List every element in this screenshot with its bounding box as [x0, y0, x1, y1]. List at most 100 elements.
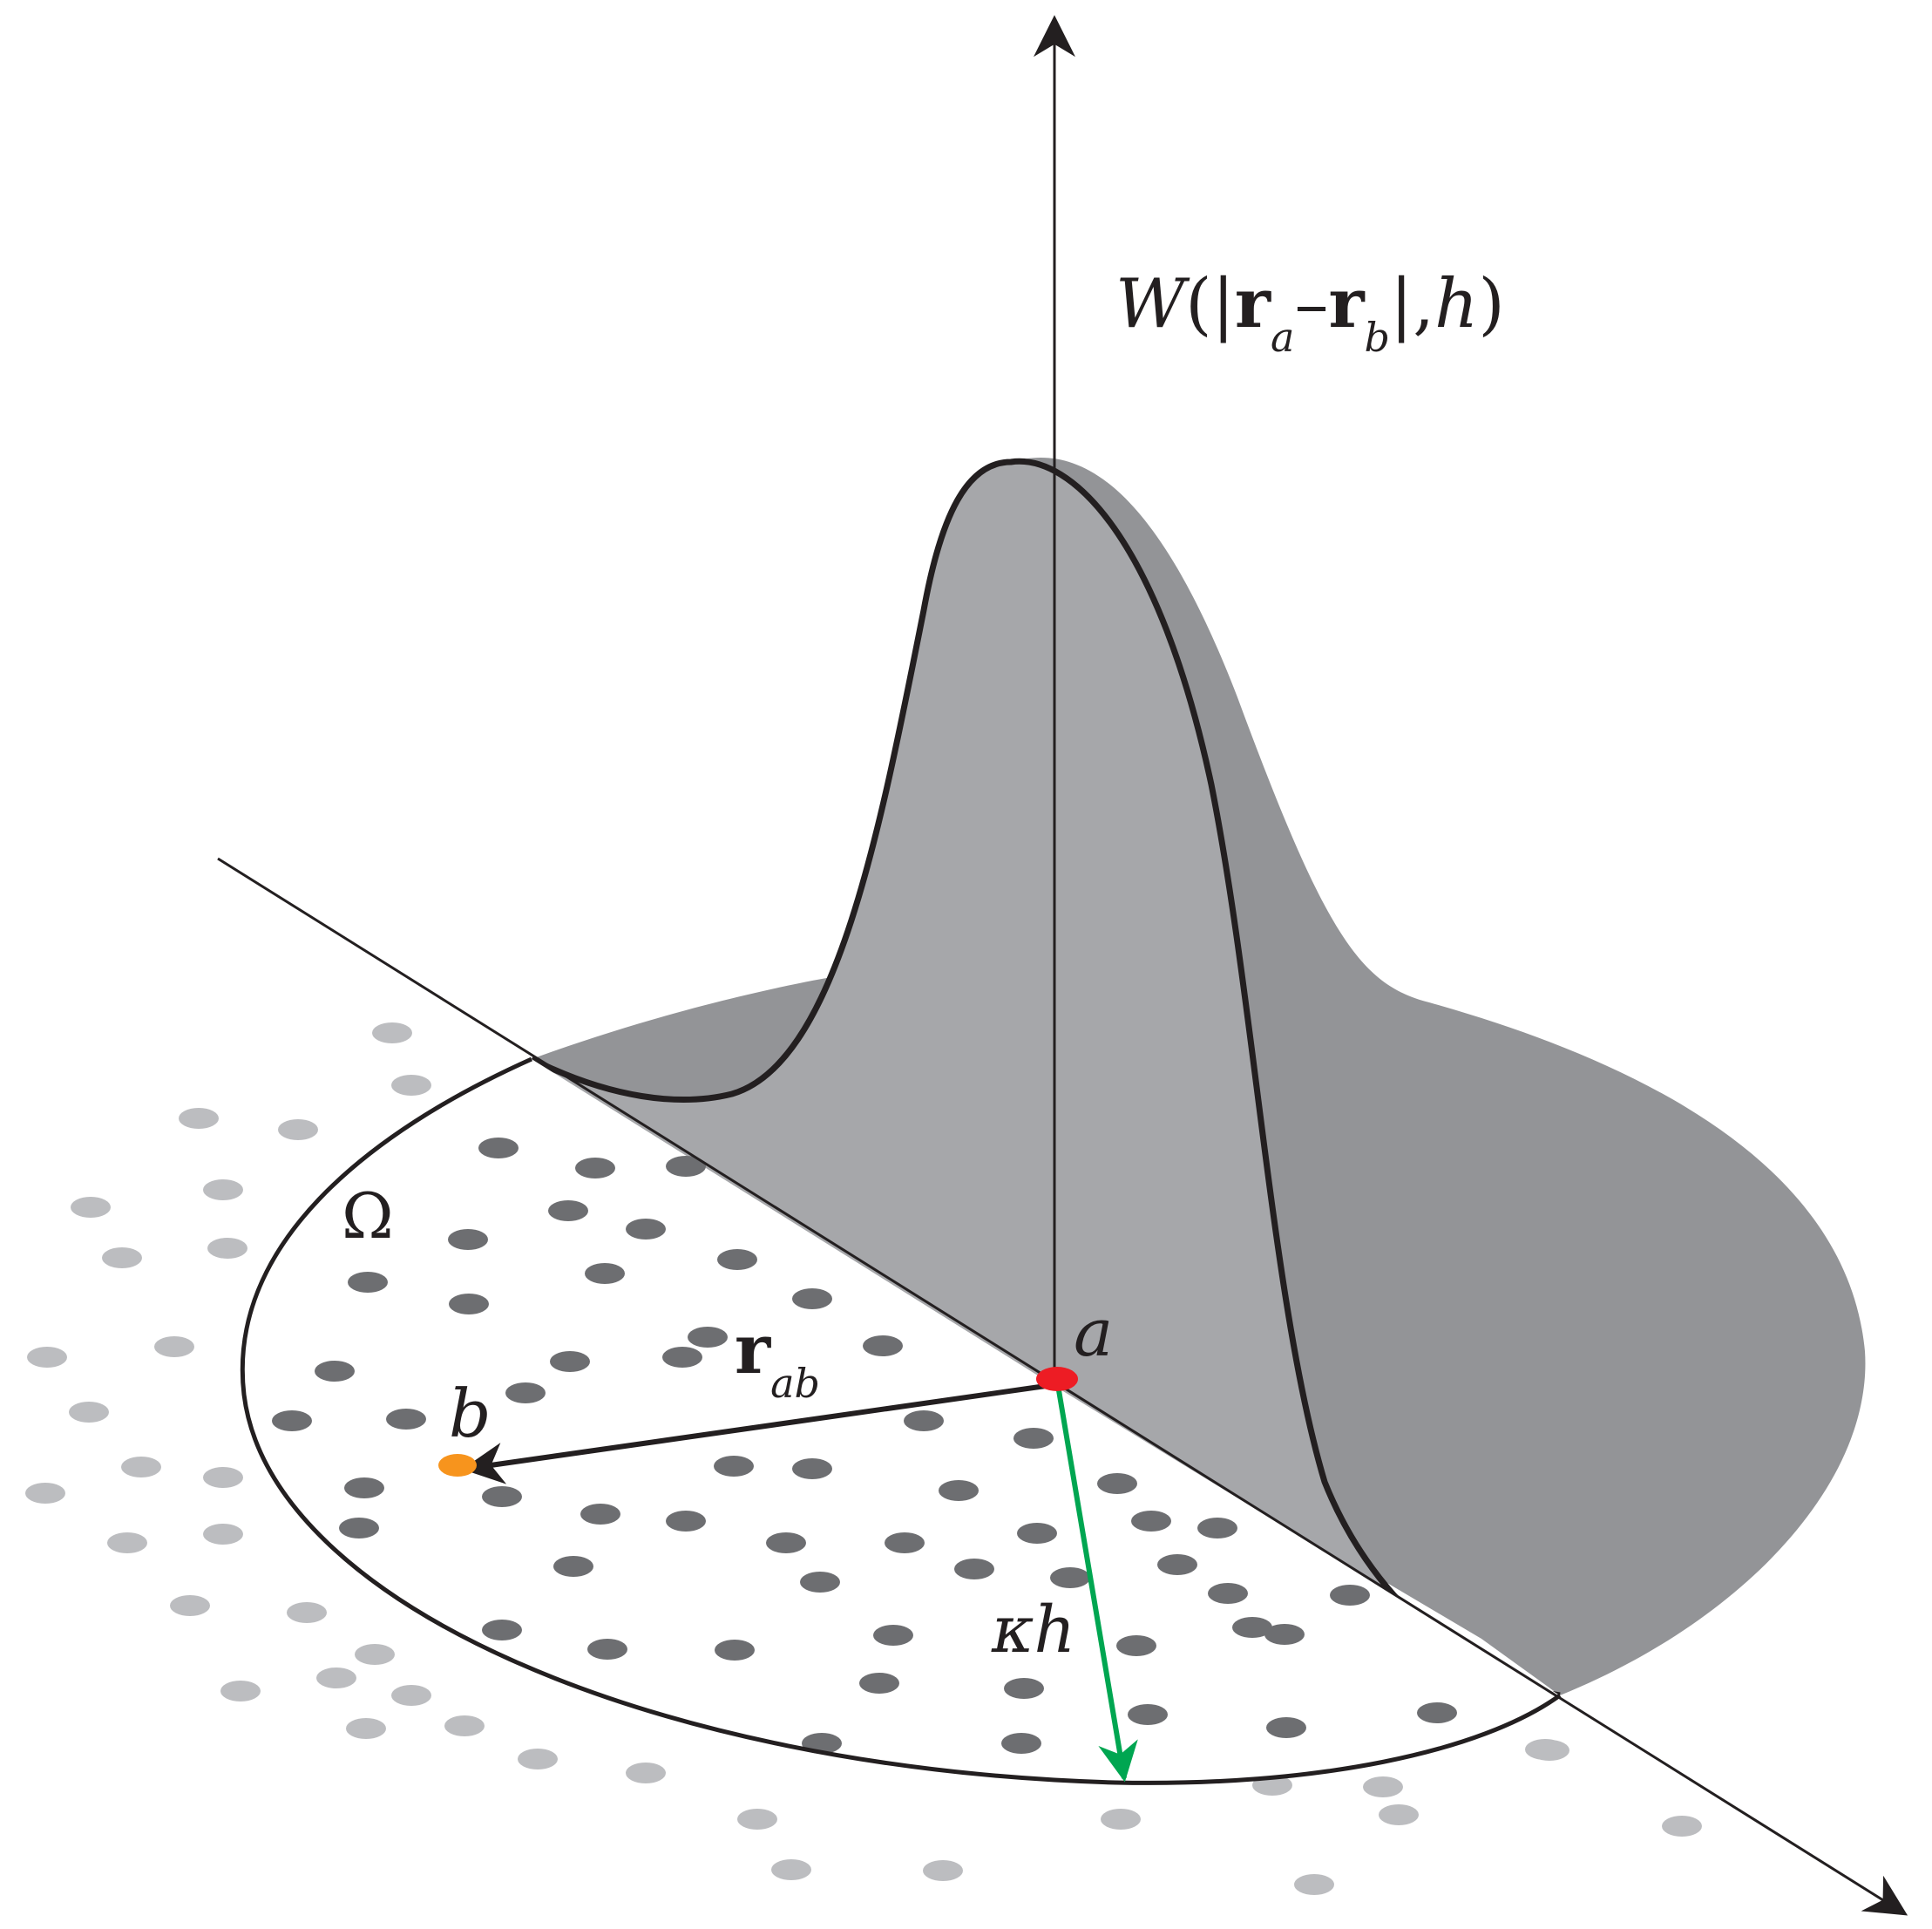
inside-particle — [1208, 1583, 1248, 1604]
inside-particle — [688, 1327, 728, 1348]
outside-particle — [1101, 1809, 1141, 1830]
inside-particle — [714, 1456, 754, 1477]
inside-particle — [1097, 1473, 1137, 1494]
inside-particle — [448, 1229, 488, 1250]
outside-particle — [203, 1467, 243, 1488]
r-ab-arrow — [462, 1383, 1047, 1484]
outside-particle — [203, 1179, 243, 1200]
inside-particle — [1157, 1554, 1197, 1575]
outside-particle — [154, 1336, 194, 1357]
inside-particle — [792, 1458, 832, 1479]
inside-particle — [904, 1410, 944, 1431]
kernel-surface — [530, 457, 1866, 1699]
inside-particle — [505, 1382, 546, 1403]
outside-particle — [170, 1595, 210, 1616]
inside-particle — [666, 1511, 706, 1532]
inside-particle — [885, 1532, 925, 1553]
point-a-marker — [1036, 1367, 1078, 1391]
outside-particle — [1379, 1804, 1419, 1825]
outside-particle — [27, 1347, 67, 1368]
outside-particle — [1662, 1816, 1702, 1837]
inside-particle — [792, 1288, 832, 1309]
inside-particle — [1264, 1624, 1305, 1645]
inside-particle — [1417, 1702, 1457, 1723]
outside-particle — [923, 1860, 963, 1881]
outside-particle — [102, 1247, 142, 1268]
inside-particle — [1197, 1518, 1237, 1538]
inside-particle — [939, 1480, 979, 1501]
inside-particle — [550, 1351, 590, 1372]
inside-particle — [666, 1156, 706, 1177]
inside-particle — [575, 1158, 615, 1178]
outside-particle — [107, 1532, 147, 1553]
outside-particle — [1529, 1740, 1569, 1761]
inside-particle — [1232, 1617, 1272, 1638]
outside-particle — [372, 1022, 412, 1043]
inside-particle — [873, 1625, 913, 1646]
inside-particles — [272, 1138, 1457, 1754]
point-b-label: b — [449, 1375, 491, 1452]
outside-particle — [179, 1108, 219, 1129]
point-a-label: a — [1074, 1294, 1113, 1371]
inside-particle — [954, 1559, 994, 1579]
inside-particle — [587, 1639, 627, 1660]
inside-particle — [1266, 1717, 1306, 1738]
inside-particle — [1128, 1704, 1168, 1725]
outside-particle — [626, 1763, 666, 1783]
inside-particle — [863, 1335, 903, 1356]
inside-particle — [717, 1249, 757, 1270]
inside-particle — [715, 1640, 755, 1661]
inside-particle — [478, 1138, 519, 1158]
inside-particle — [1017, 1523, 1057, 1544]
outside-particle — [444, 1715, 485, 1736]
kernel-function-label: W(|ra–rb|,h) — [1115, 264, 1505, 361]
inside-particle — [386, 1409, 426, 1430]
inside-particle — [800, 1572, 840, 1593]
outside-particle — [1363, 1776, 1403, 1797]
outside-particle — [518, 1749, 558, 1769]
inside-particle — [482, 1620, 522, 1640]
inside-particle — [1330, 1585, 1370, 1606]
inside-particle — [1131, 1511, 1171, 1532]
outside-particles — [25, 1022, 1702, 1895]
outside-particle — [316, 1667, 356, 1688]
inside-particle — [1004, 1678, 1044, 1699]
outside-particle — [121, 1457, 161, 1477]
outside-particle — [346, 1718, 386, 1739]
outside-particle — [278, 1119, 318, 1140]
kappa-h-label: κh — [991, 1593, 1075, 1667]
inside-particle — [766, 1532, 806, 1553]
support-domain-outline — [240, 1056, 1562, 1785]
inside-particle — [580, 1504, 620, 1525]
outside-particle — [355, 1644, 395, 1665]
inside-particle — [315, 1361, 355, 1382]
inside-particle — [339, 1518, 379, 1538]
outside-particle — [391, 1075, 431, 1096]
kappa-h-arrow — [1056, 1389, 1138, 1783]
inside-particle — [626, 1219, 666, 1240]
outside-particle — [207, 1238, 247, 1259]
inside-particle — [1116, 1635, 1156, 1656]
inside-particle — [553, 1556, 593, 1577]
inside-particle — [585, 1263, 625, 1284]
inside-particle — [272, 1410, 312, 1431]
inside-particle — [859, 1673, 899, 1694]
inside-particle — [1013, 1428, 1054, 1449]
inside-particle — [548, 1200, 588, 1221]
inside-particle — [449, 1294, 489, 1314]
outside-particle — [771, 1859, 811, 1880]
inside-particle — [1050, 1567, 1090, 1588]
outside-particle — [287, 1602, 327, 1623]
inside-particle — [482, 1486, 522, 1507]
outside-particle — [737, 1809, 777, 1830]
inside-particle — [662, 1347, 702, 1368]
omega-label: Ω — [342, 1179, 394, 1253]
outside-particle — [220, 1681, 261, 1701]
point-b-marker — [438, 1454, 477, 1477]
outside-particle — [25, 1483, 65, 1504]
inside-particle — [1001, 1733, 1041, 1754]
r-ab-label: rab — [735, 1310, 820, 1407]
outside-particle — [1294, 1874, 1334, 1895]
inside-particle — [344, 1477, 384, 1498]
